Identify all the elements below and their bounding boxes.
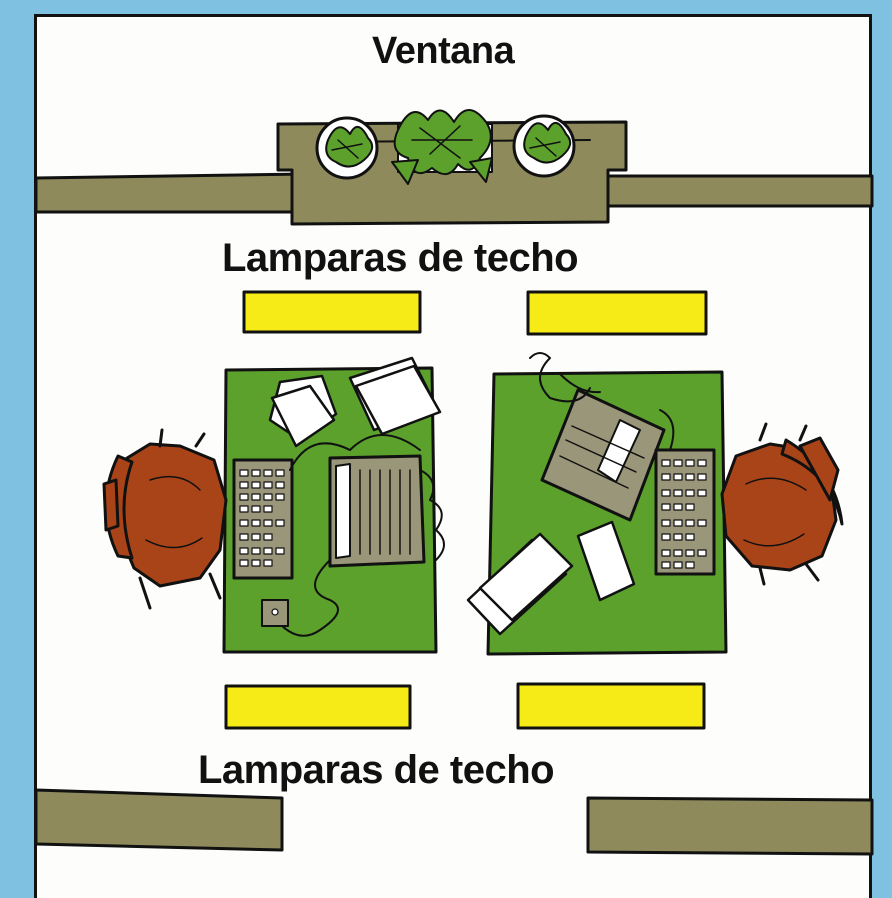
mouse-left xyxy=(261,599,289,627)
papers-right xyxy=(466,520,636,636)
ceiling-lamp-top-left xyxy=(242,290,422,334)
bottom-wall xyxy=(34,788,874,856)
monitor-left xyxy=(328,454,426,568)
ceiling-lamps-bottom-label: Lamparas de techo xyxy=(198,748,555,792)
ceiling-lamp-bottom-right xyxy=(516,682,706,730)
monitor-right xyxy=(540,388,666,522)
window-plants xyxy=(315,109,576,185)
chair-left xyxy=(102,428,228,610)
keyboard-right xyxy=(654,448,716,576)
ceiling-lamp-bottom-left xyxy=(224,684,412,730)
ceiling-lamp-top-right xyxy=(526,290,708,336)
papers-left xyxy=(268,356,442,448)
chair-right xyxy=(720,422,844,586)
keyboard-left xyxy=(232,458,294,580)
ceiling-lamps-top-label: Lamparas de techo xyxy=(222,236,579,280)
cables-left xyxy=(279,434,445,637)
window-label: Ventana xyxy=(372,30,515,72)
